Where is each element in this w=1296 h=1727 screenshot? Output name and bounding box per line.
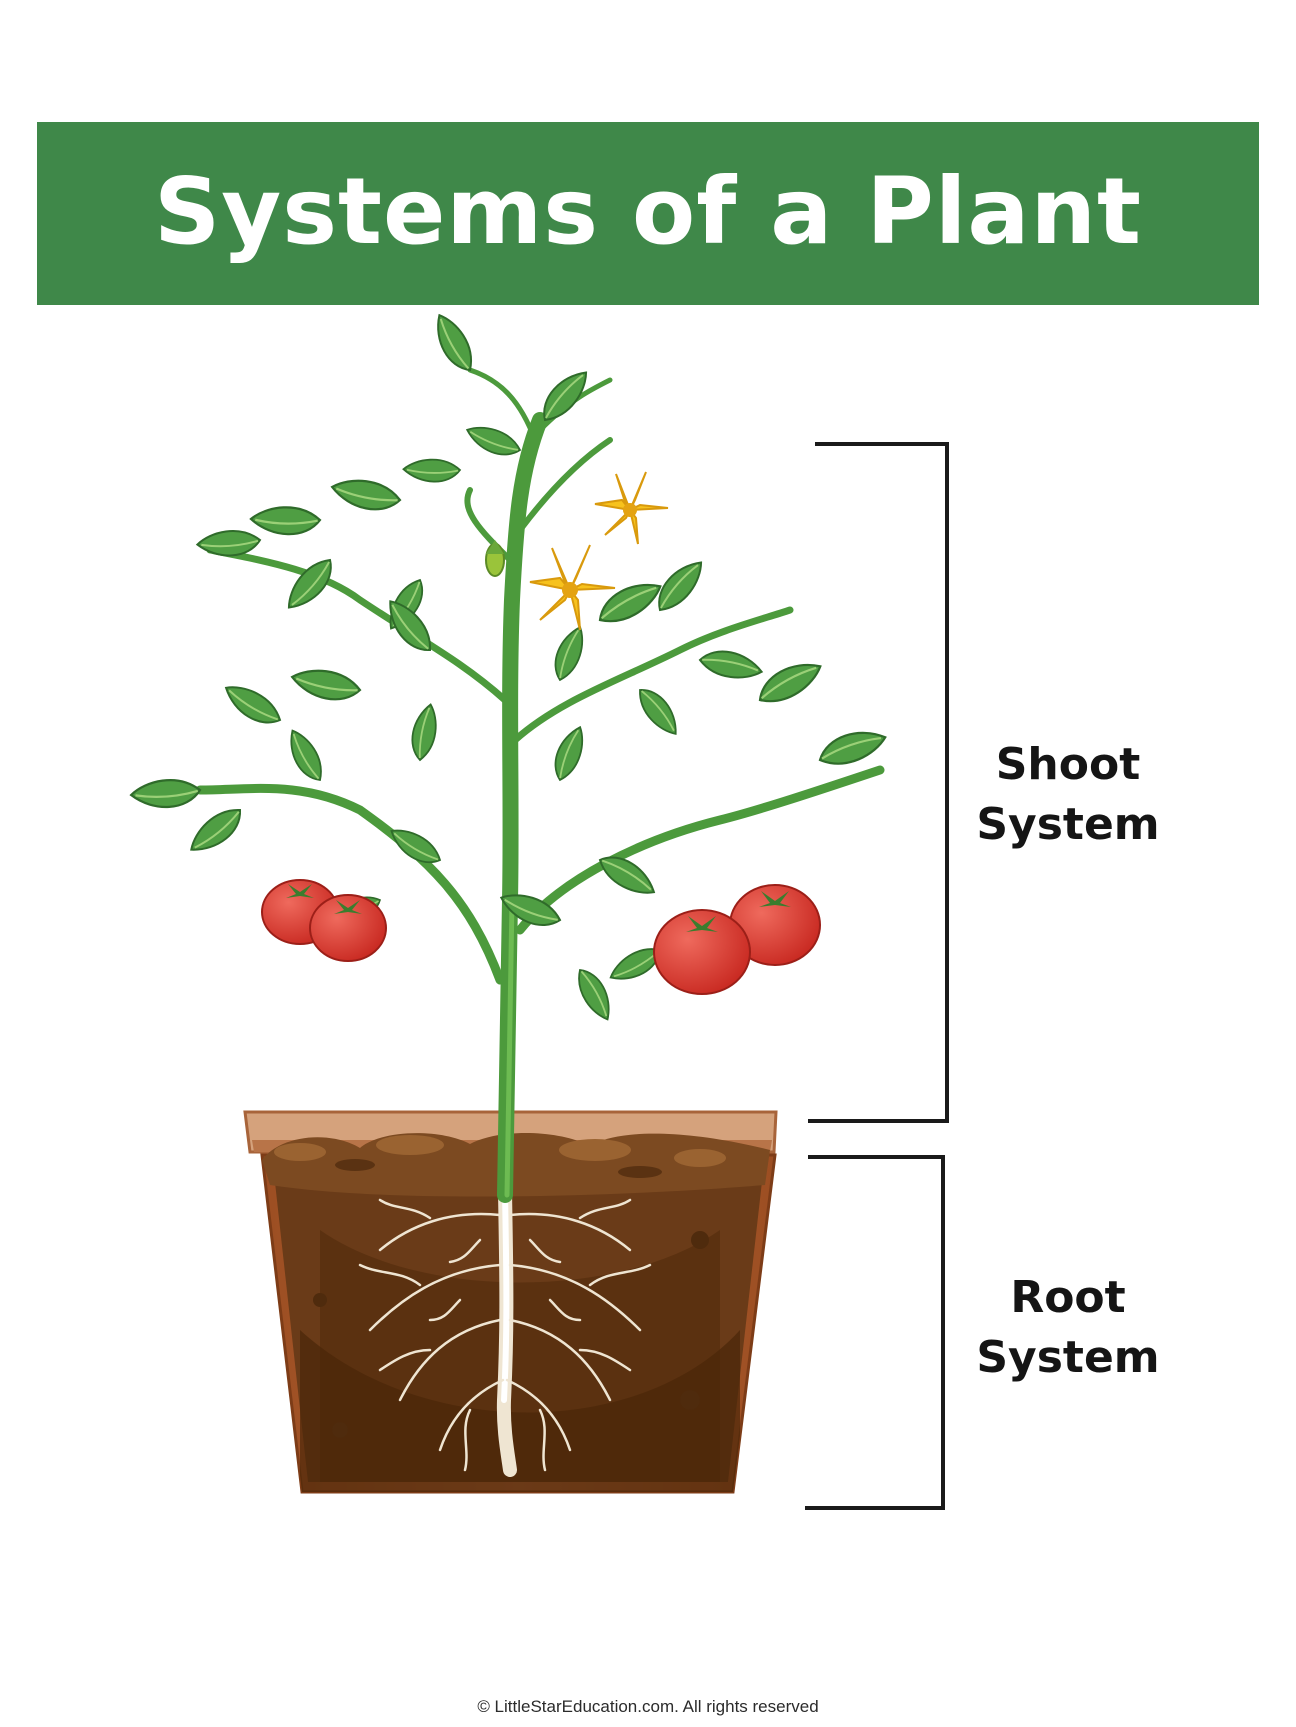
shoot-label-line1: Shoot [995, 739, 1141, 790]
plant-stem [195, 367, 885, 1203]
root-bracket [805, 1155, 945, 1510]
title-banner: Systems of a Plant [37, 122, 1259, 305]
flowers [485, 471, 669, 631]
root-label-line2: System [976, 1332, 1160, 1383]
root-system [358, 1183, 652, 1477]
shoot-system-label: Shoot System [938, 735, 1198, 855]
root-label-line1: Root [1010, 1272, 1126, 1323]
copyright-footer: © LittleStarEducation.com. All rights re… [477, 1697, 819, 1716]
flower-pot [243, 1110, 778, 1494]
root-system-label: Root System [938, 1268, 1198, 1388]
shoot-bracket [808, 442, 949, 1123]
shoot-label-line2: System [976, 799, 1160, 850]
page-title: Systems of a Plant [154, 157, 1142, 265]
tomatoes [261, 879, 821, 995]
